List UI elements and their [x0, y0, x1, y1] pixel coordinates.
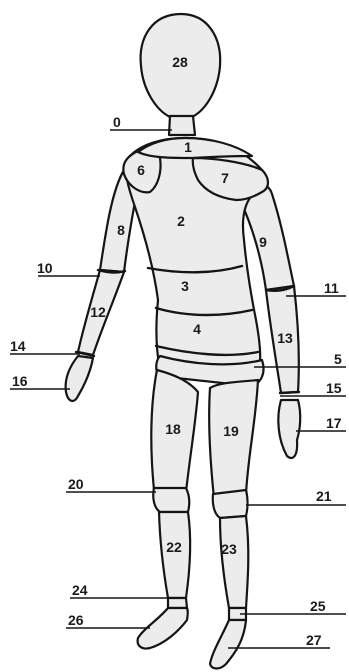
left-ankle [168, 598, 187, 608]
right-shin [220, 516, 248, 608]
label-19: 19 [223, 423, 239, 439]
right-knee [213, 490, 248, 518]
label-14: 14 [10, 338, 26, 354]
label-9: 9 [259, 234, 267, 250]
label-1: 1 [184, 139, 192, 155]
label-7: 7 [221, 170, 229, 186]
label-4: 4 [193, 321, 201, 337]
right-foot [210, 620, 246, 669]
neck [169, 116, 195, 135]
label-6: 6 [137, 162, 145, 178]
label-27: 27 [306, 632, 322, 648]
label-2: 2 [177, 213, 185, 229]
right-hand [278, 400, 300, 458]
left-knee [153, 488, 189, 512]
label-25: 25 [310, 598, 326, 614]
label-13: 13 [277, 330, 293, 346]
label-26: 26 [68, 612, 84, 628]
label-12: 12 [90, 304, 106, 320]
label-11: 11 [324, 280, 339, 296]
label-0: 0 [113, 114, 121, 130]
label-8: 8 [117, 222, 125, 238]
label-5: 5 [334, 351, 342, 367]
label-22: 22 [166, 539, 182, 555]
label-21: 21 [316, 488, 332, 504]
label-20: 20 [68, 476, 84, 492]
right-wrist-band [280, 392, 299, 393]
label-28: 28 [172, 54, 188, 70]
left-hand [66, 356, 93, 401]
label-23: 23 [221, 541, 237, 557]
label-3: 3 [181, 278, 189, 294]
left-shin [159, 512, 190, 598]
label-18: 18 [165, 421, 181, 437]
label-17: 17 [326, 415, 342, 431]
label-24: 24 [72, 582, 88, 598]
label-15: 15 [326, 380, 342, 396]
label-16: 16 [12, 373, 28, 389]
label-10: 10 [37, 260, 53, 276]
right-thigh [209, 380, 258, 498]
